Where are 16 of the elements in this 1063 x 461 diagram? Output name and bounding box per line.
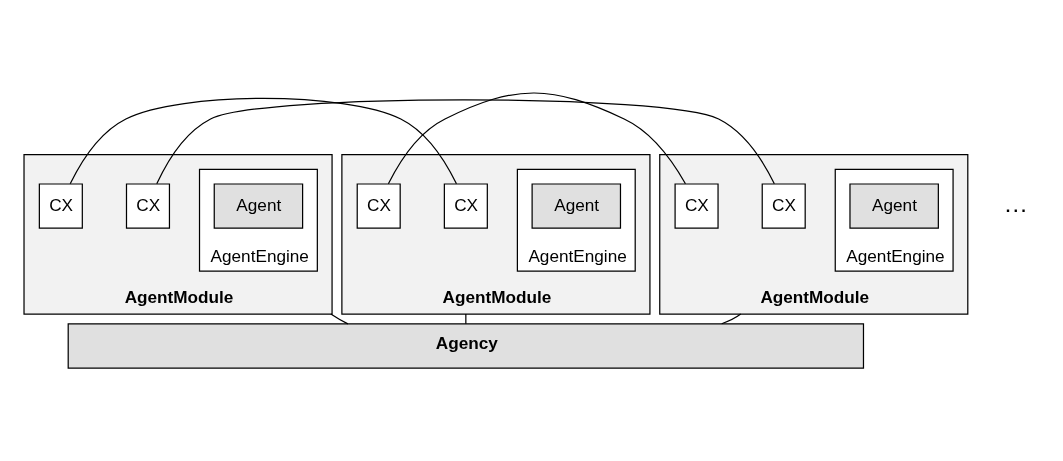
label: … (1003, 190, 1028, 218)
connector (721, 313, 742, 325)
node-box: CX (125, 183, 171, 229)
node-box: Agency (67, 323, 865, 369)
connector (330, 313, 349, 325)
node-box: Agent (213, 183, 304, 229)
connector (387, 92, 687, 185)
node-box: CX (761, 183, 806, 229)
connector (156, 99, 775, 185)
node-box: CX (674, 183, 719, 229)
node-box: CX (356, 183, 401, 229)
node-box: CX (443, 183, 488, 229)
connector (69, 97, 458, 185)
node-box: Agent (531, 183, 622, 229)
node-box: CX (38, 183, 83, 229)
node-box: Agent (849, 183, 939, 229)
